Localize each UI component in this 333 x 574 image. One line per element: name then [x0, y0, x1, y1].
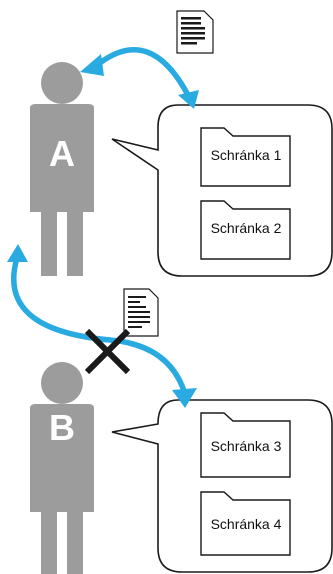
folder-icon — [200, 412, 291, 478]
folder-3-label: Schránka 3 — [211, 438, 282, 454]
folder-3[interactable]: Schránka 3 — [200, 412, 291, 478]
person-a: A — [30, 62, 94, 276]
folder-4[interactable]: Schránka 4 — [200, 491, 291, 556]
folder-2-label: Schránka 2 — [211, 220, 282, 236]
folder-icon — [200, 127, 291, 187]
person-b-letter: B — [49, 407, 75, 448]
arrow-a-exchange — [80, 47, 199, 109]
folder-icon — [200, 491, 291, 556]
cross-icon — [84, 328, 131, 375]
folder-1[interactable]: Schránka 1 — [200, 127, 291, 187]
folder-2[interactable]: Schránka 2 — [200, 200, 291, 260]
mailbox-bubble-b: Schránka 3 Schránka 4 — [111, 399, 333, 573]
document-icon — [123, 288, 159, 337]
person-a-letter: A — [49, 133, 75, 174]
folder-icon — [200, 200, 291, 260]
person-b-icon — [30, 362, 94, 574]
person-a-icon — [30, 62, 94, 276]
folder-4-label: Schránka 4 — [211, 516, 282, 532]
document-icon — [176, 10, 214, 54]
folder-1-label: Schránka 1 — [211, 147, 282, 163]
mailbox-bubble-a: Schránka 1 Schránka 2 — [111, 104, 333, 277]
person-b: B — [30, 362, 94, 574]
arrow-a-to-mailbox-b — [7, 244, 197, 408]
